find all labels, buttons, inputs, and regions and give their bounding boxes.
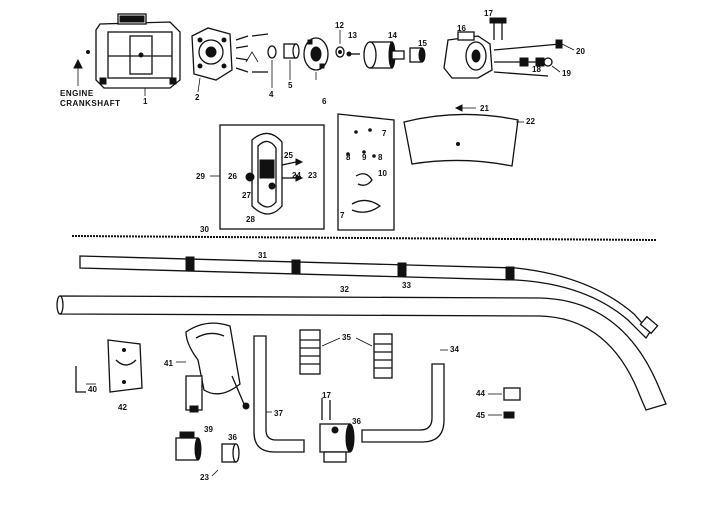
part-39-clamp	[175, 431, 202, 461]
callout-41: 41	[164, 359, 173, 368]
part-44-block	[503, 387, 521, 401]
part-2-plate	[191, 27, 233, 81]
callout-29: 29	[196, 172, 205, 181]
callout-34: 34	[450, 345, 459, 354]
inset-throttle-box	[219, 124, 325, 230]
callout-45: 45	[476, 411, 485, 420]
part-32-drive-tube	[56, 295, 667, 411]
inset-decal-box	[337, 113, 395, 231]
part-35-grip-left	[299, 329, 321, 375]
pointer-23	[211, 469, 219, 477]
callout-21: 21	[480, 104, 489, 113]
callout-13: 13	[348, 31, 357, 40]
callout-6: 6	[322, 97, 327, 106]
key-7-top: 7	[382, 129, 387, 138]
part-16-clutch-housing	[443, 31, 493, 79]
callout-14: 14	[388, 31, 397, 40]
key-8-left: 8	[346, 153, 351, 162]
part-45-block	[503, 411, 515, 419]
callout-27: 27	[242, 191, 251, 200]
callout-16: 16	[457, 24, 466, 33]
callout-36-left: 36	[228, 433, 237, 442]
callout-12: 12	[335, 21, 344, 30]
part-4-washer	[267, 45, 277, 59]
callout-28: 28	[246, 215, 255, 224]
callout-35: 35	[342, 333, 351, 342]
screws	[235, 33, 269, 73]
key-10: 10	[378, 169, 387, 178]
callout-17-lower: 17	[322, 391, 331, 400]
callout-19: 19	[562, 69, 571, 78]
part-21-arrow	[454, 104, 476, 112]
callout-5: 5	[288, 81, 293, 90]
part-13-screw	[346, 51, 360, 57]
part-41-harness	[185, 322, 250, 413]
part-12-washer	[335, 46, 345, 58]
part-40-hex-key	[75, 366, 86, 393]
part-31-liner	[79, 255, 659, 340]
key-9: 9	[362, 153, 367, 162]
engine-crankshaft-arrow	[73, 50, 90, 86]
callout-33: 33	[402, 281, 411, 290]
callout-37: 37	[274, 409, 283, 418]
part-17-screws	[489, 17, 507, 40]
pointer-35	[321, 337, 373, 347]
key-8-right: 8	[378, 153, 383, 162]
callout-4: 4	[269, 90, 274, 99]
callout-40: 40	[88, 385, 97, 394]
callout-44: 44	[476, 389, 485, 398]
callout-36-right: 36	[352, 417, 361, 426]
callout-24: 24	[292, 171, 301, 180]
callout-23-inset: 23	[308, 171, 317, 180]
part-36-sleeve-left	[221, 443, 240, 463]
callout-22: 22	[526, 117, 535, 126]
part-1-housing	[95, 13, 181, 89]
callout-31: 31	[258, 251, 267, 260]
callout-1: 1	[143, 97, 148, 106]
caption-line1: ENGINE	[60, 89, 94, 98]
part-15-bearing	[409, 47, 426, 63]
caption-line2: CRANKSHAFT	[60, 99, 121, 108]
callout-42: 42	[118, 403, 127, 412]
part-36-clamp-assembly	[319, 398, 355, 463]
part-37-handle	[253, 335, 305, 453]
part-42-bracket	[107, 339, 143, 393]
part-18-20-bolts	[493, 39, 563, 77]
callout-15: 15	[418, 39, 427, 48]
callout-18: 18	[532, 65, 541, 74]
part-flywheel-hub	[303, 37, 329, 71]
part-35-grip-right	[373, 333, 393, 379]
callout-23-bottom: 23	[200, 473, 209, 482]
callout-17-top: 17	[484, 9, 493, 18]
callout-26: 26	[228, 172, 237, 181]
callout-25: 25	[284, 151, 293, 160]
part-14-clutch-drum	[363, 41, 405, 69]
part-5-spacer	[283, 43, 300, 59]
callout-39: 39	[204, 425, 213, 434]
callout-2: 2	[195, 93, 200, 102]
key-7-bottom: 7	[340, 211, 345, 220]
callout-30: 30	[200, 225, 209, 234]
callout-20: 20	[576, 47, 585, 56]
part-22-shield	[403, 113, 519, 167]
part-34-handle	[361, 363, 445, 443]
part-30-cable	[71, 235, 657, 241]
callout-32: 32	[340, 285, 349, 294]
